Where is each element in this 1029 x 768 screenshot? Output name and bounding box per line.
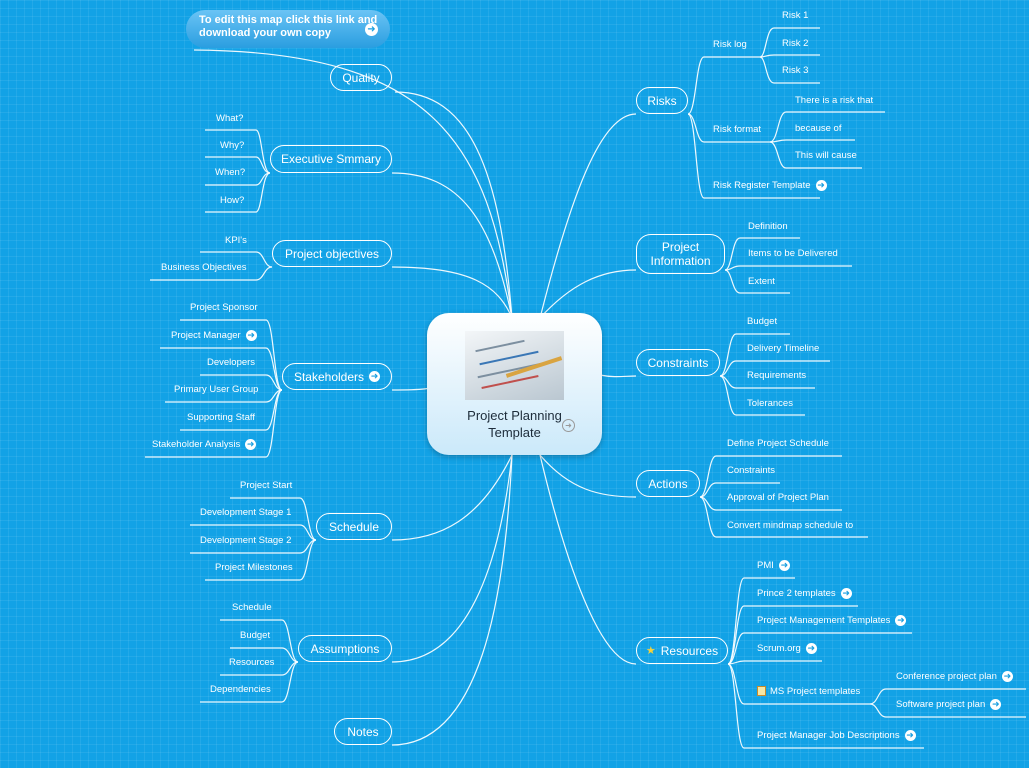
edit-map-link-text: To edit this map click this link and dow… xyxy=(199,14,378,39)
leaf-approval-of-project-plan[interactable]: Approval of Project Plan xyxy=(727,491,829,503)
leaf-project-milestones[interactable]: Project Milestones xyxy=(215,561,293,573)
leaf-convert-mindmap-schedule[interactable]: Convert mindmap schedule to xyxy=(727,519,854,531)
project-chart-image xyxy=(465,331,564,400)
leaf-delivery-timeline[interactable]: Delivery Timeline xyxy=(747,342,820,354)
leaf-software-project-plan[interactable]: Software project plan➜ xyxy=(896,698,1002,710)
topic-project-objectives[interactable]: Project objectives xyxy=(272,240,392,267)
leaf-primary-user-group[interactable]: Primary User Group xyxy=(174,383,259,395)
leaf-budget[interactable]: Budget xyxy=(747,315,778,327)
leaf-definition[interactable]: Definition xyxy=(748,220,788,232)
leaf-how[interactable]: How? xyxy=(220,194,245,206)
leaf-tolerances[interactable]: Tolerances xyxy=(747,397,793,409)
leaf-project-management-templates[interactable]: Project Management Templates➜ xyxy=(757,614,907,626)
arrow-circle-icon: ➜ xyxy=(1001,670,1013,682)
leaf-why[interactable]: Why? xyxy=(220,139,245,151)
arrow-circle-icon: ➜ xyxy=(245,329,257,341)
topic-notes[interactable]: Notes xyxy=(334,718,392,745)
leaf-risk-log[interactable]: Risk log xyxy=(713,38,747,50)
leaf-risk-3[interactable]: Risk 3 xyxy=(782,64,809,76)
topic-resources[interactable]: ★Resources xyxy=(636,637,728,664)
topic-executive-summary[interactable]: Executive Smmary xyxy=(270,145,392,173)
leaf-action-constraints[interactable]: Constraints xyxy=(727,464,776,476)
star-icon: ★ xyxy=(645,644,656,657)
leaf-stakeholder-analysis[interactable]: Stakeholder Analysis➜ xyxy=(152,438,257,450)
arrow-circle-icon: ➜ xyxy=(815,179,827,191)
arrow-circle-icon: ➜ xyxy=(778,559,790,571)
leaf-define-project-schedule[interactable]: Define Project Schedule xyxy=(727,437,829,449)
leaf-because-of[interactable]: because of xyxy=(795,122,842,134)
leaf-items-to-be-delivered[interactable]: Items to be Delivered xyxy=(748,247,838,259)
leaf-business-objectives[interactable]: Business Objectives xyxy=(161,261,247,273)
leaf-pm-job-descriptions[interactable]: Project Manager Job Descriptions➜ xyxy=(757,729,916,741)
topic-stakeholders[interactable]: Stakeholders➜ xyxy=(282,363,392,390)
arrow-circle-icon: ➜ xyxy=(805,642,817,654)
topic-risks[interactable]: Risks xyxy=(636,87,688,114)
leaf-risk-format[interactable]: Risk format xyxy=(713,123,762,135)
topic-quality[interactable]: Quality xyxy=(330,64,392,91)
leaf-requirements[interactable]: Requirements xyxy=(747,369,807,381)
leaf-risk-1[interactable]: Risk 1 xyxy=(782,9,809,21)
leaf-project-sponsor[interactable]: Project Sponsor xyxy=(190,301,258,313)
leaf-kpis[interactable]: KPI's xyxy=(225,234,247,246)
leaf-development-stage-1[interactable]: Development Stage 1 xyxy=(200,506,292,518)
central-topic[interactable]: Project Planning Template ➜ xyxy=(427,313,602,455)
arrow-circle-icon: ➜ xyxy=(895,614,907,626)
topic-actions[interactable]: Actions xyxy=(636,470,700,497)
notepad-icon xyxy=(757,686,766,696)
arrow-circle-icon: ➜ xyxy=(904,729,916,741)
arrow-circle-icon: ➜ xyxy=(562,419,575,432)
leaf-assump-schedule[interactable]: Schedule xyxy=(232,601,272,613)
central-topic-title: Project Planning Template xyxy=(467,408,562,440)
leaf-when[interactable]: When? xyxy=(215,166,246,178)
leaf-project-start[interactable]: Project Start xyxy=(240,479,293,491)
leaf-risk-2[interactable]: Risk 2 xyxy=(782,37,809,49)
arrow-circle-icon: ➜ xyxy=(840,587,852,599)
arrow-circle-icon: ➜ xyxy=(369,371,381,382)
leaf-conference-project-plan[interactable]: Conference project plan➜ xyxy=(896,670,1013,682)
leaf-assump-dependencies[interactable]: Dependencies xyxy=(210,683,271,695)
leaf-what[interactable]: What? xyxy=(216,112,244,124)
leaf-pmi[interactable]: PMI➜ xyxy=(757,559,790,571)
arrow-circle-icon: ➜ xyxy=(990,698,1002,710)
leaf-there-is-a-risk[interactable]: There is a risk that xyxy=(795,94,874,106)
leaf-ms-project-templates[interactable]: MS Project templates xyxy=(757,684,860,698)
leaf-assump-budget[interactable]: Budget xyxy=(240,629,271,641)
topic-schedule[interactable]: Schedule xyxy=(316,513,392,540)
leaf-assump-resources[interactable]: Resources xyxy=(229,656,275,668)
leaf-supporting-staff[interactable]: Supporting Staff xyxy=(187,411,255,423)
topic-constraints[interactable]: Constraints xyxy=(636,349,720,376)
leaf-this-will-cause[interactable]: This will cause xyxy=(795,149,857,161)
arrow-circle-icon: ➜ xyxy=(365,23,378,36)
topic-assumptions[interactable]: Assumptions xyxy=(298,635,392,662)
leaf-development-stage-2[interactable]: Development Stage 2 xyxy=(200,534,292,546)
leaf-risk-register-template[interactable]: Risk Register Template➜ xyxy=(713,179,827,191)
arrow-circle-icon: ➜ xyxy=(245,438,257,450)
leaf-extent[interactable]: Extent xyxy=(748,275,775,287)
leaf-scrum-org[interactable]: Scrum.org➜ xyxy=(757,642,817,654)
leaf-developers[interactable]: Developers xyxy=(207,356,256,368)
leaf-prince-2-templates[interactable]: Prince 2 templates➜ xyxy=(757,587,852,599)
edit-map-link[interactable]: To edit this map click this link and dow… xyxy=(186,10,390,48)
leaf-project-manager[interactable]: Project Manager➜ xyxy=(171,329,257,341)
